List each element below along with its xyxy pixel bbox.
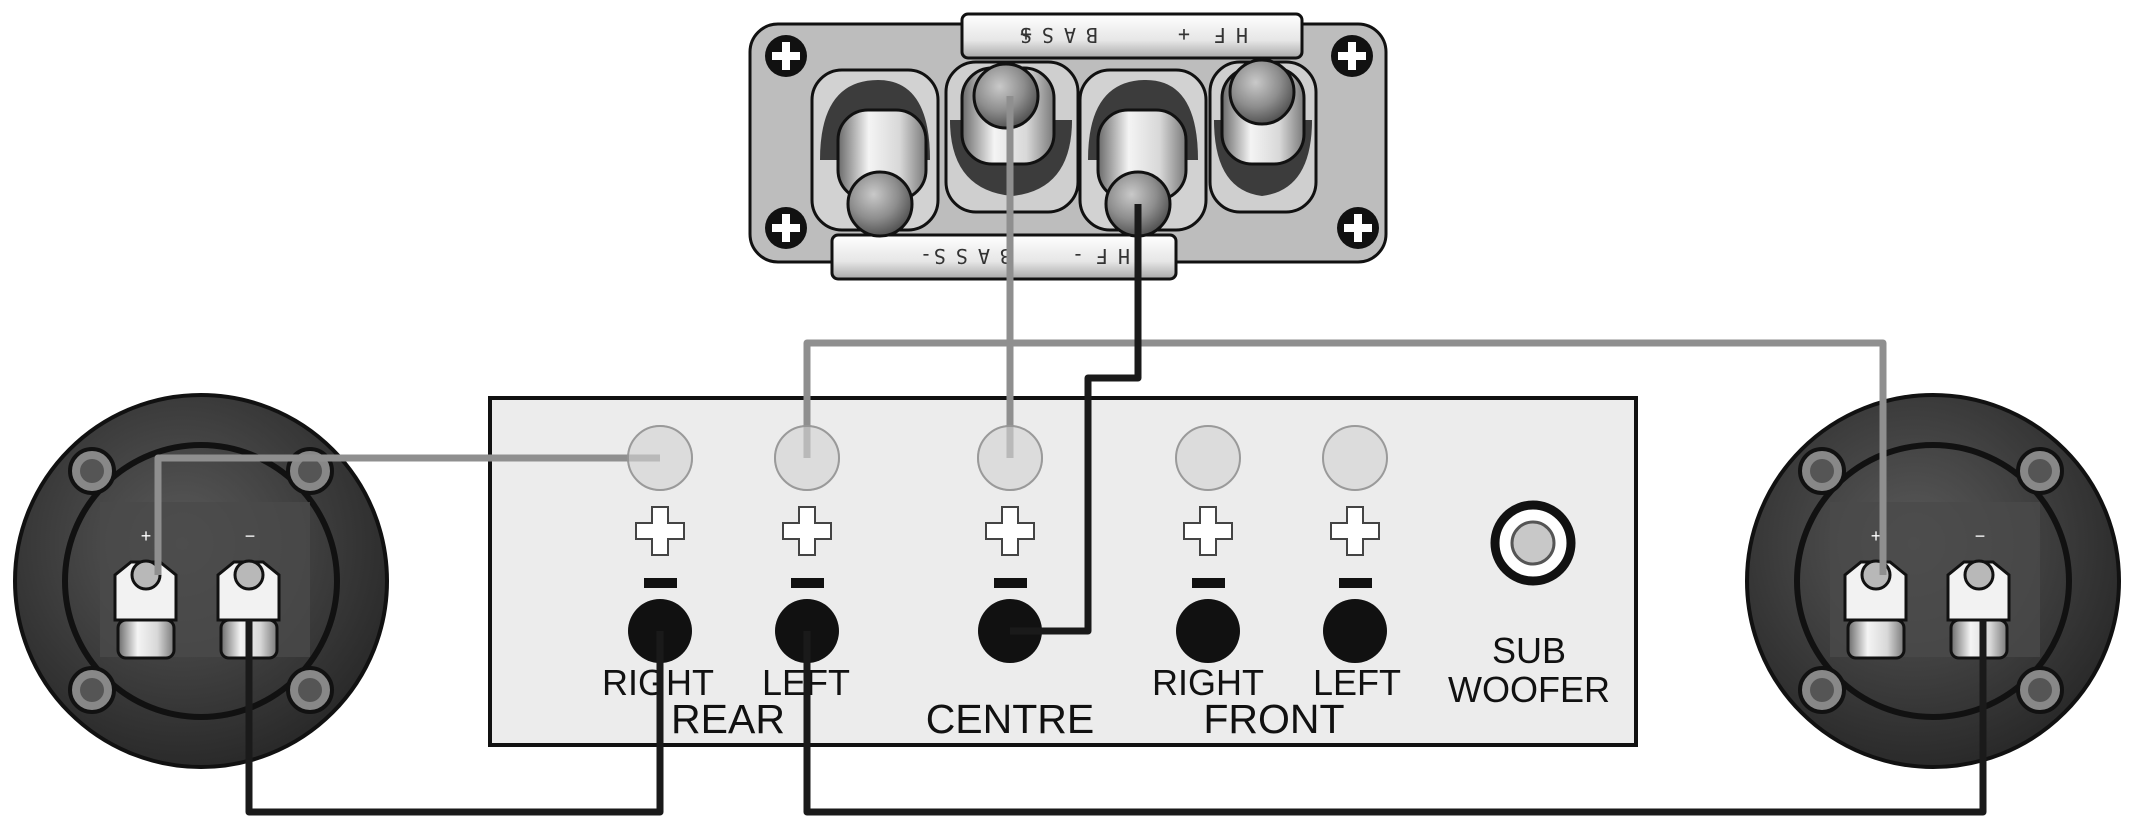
centre-speaker-terminal: - BASS - HF + BASS + HF <box>748 12 1388 281</box>
strip-bass-label-top: BASS <box>1010 23 1098 47</box>
screw-icon <box>2016 447 2064 495</box>
strip-bass-label: BASS <box>924 244 1012 268</box>
minus-icon <box>1192 578 1225 588</box>
plus-icon <box>1183 506 1233 556</box>
right-speaker-plus-terminal <box>1843 559 1908 660</box>
strip-bass-minus-sign: - <box>920 244 932 268</box>
front-right-label: RIGHT <box>1152 662 1264 703</box>
minus-icon <box>644 578 677 588</box>
screw-icon <box>765 35 807 77</box>
rear-group-label: REAR <box>671 696 785 742</box>
front-right-negative-terminal <box>1176 599 1240 663</box>
hf-plus-knob <box>1228 58 1296 126</box>
subwoofer-jack <box>1490 500 1576 586</box>
left-speaker-plus-label: + <box>141 526 152 546</box>
left-speaker-minus-label: − <box>245 526 256 546</box>
minus-icon <box>994 578 1027 588</box>
right-speaker-plus-label: + <box>1871 526 1882 546</box>
left-speaker-plus-terminal <box>113 559 178 660</box>
wire-rear-right-negative <box>245 620 664 816</box>
minus-icon <box>791 578 824 588</box>
plus-icon <box>782 506 832 556</box>
front-left-label: LEFT <box>1313 662 1401 703</box>
right-rear-speaker: + − <box>1745 393 2121 769</box>
minus-icon <box>1339 578 1372 588</box>
screw-icon <box>68 447 116 495</box>
subwoofer-label-line1: SUB <box>1492 630 1566 671</box>
strip-bass-plus-sign: + <box>1020 23 1032 47</box>
wire-centre-negative <box>1010 204 1142 635</box>
top-jumper-strip: + BASS + HF <box>960 12 1304 60</box>
wire-rear-right-positive <box>154 454 660 575</box>
screw-icon <box>1331 35 1373 77</box>
strip-hf-label-top: HF <box>1204 23 1248 47</box>
plus-icon <box>985 506 1035 556</box>
screw-icon <box>1798 447 1846 495</box>
front-left-negative-terminal <box>1323 599 1387 663</box>
screw-icon <box>286 666 334 714</box>
wire-rear-left-negative <box>803 620 1987 816</box>
screw-icon <box>68 666 116 714</box>
wire-rear-left-positive <box>803 339 1887 575</box>
screw-icon <box>765 207 807 249</box>
subwoofer-label-line2: WOOFER <box>1448 669 1610 710</box>
bass-plus-knob <box>972 62 1040 130</box>
strip-hf-minus-sign: - <box>1072 244 1084 268</box>
right-speaker-minus-label: − <box>1975 526 1986 546</box>
strip-hf-plus-sign: + <box>1178 23 1190 47</box>
plus-icon <box>1330 506 1380 556</box>
bass-minus-knob <box>846 170 914 238</box>
front-group-label: FRONT <box>1203 696 1344 742</box>
front-left-positive-terminal <box>1322 425 1388 491</box>
bottom-jumper-strip: - BASS - HF <box>830 233 1178 281</box>
left-rear-speaker: + − <box>13 393 389 769</box>
screw-icon <box>1798 666 1846 714</box>
wiring <box>154 96 1987 816</box>
screw-icon <box>1337 207 1379 249</box>
screw-icon <box>2016 666 2064 714</box>
front-right-positive-terminal <box>1175 425 1241 491</box>
plus-icon <box>635 506 685 556</box>
centre-group-label: CENTRE <box>926 696 1095 742</box>
right-speaker-minus-terminal <box>1946 559 2011 660</box>
strip-hf-label: HF <box>1086 244 1130 268</box>
